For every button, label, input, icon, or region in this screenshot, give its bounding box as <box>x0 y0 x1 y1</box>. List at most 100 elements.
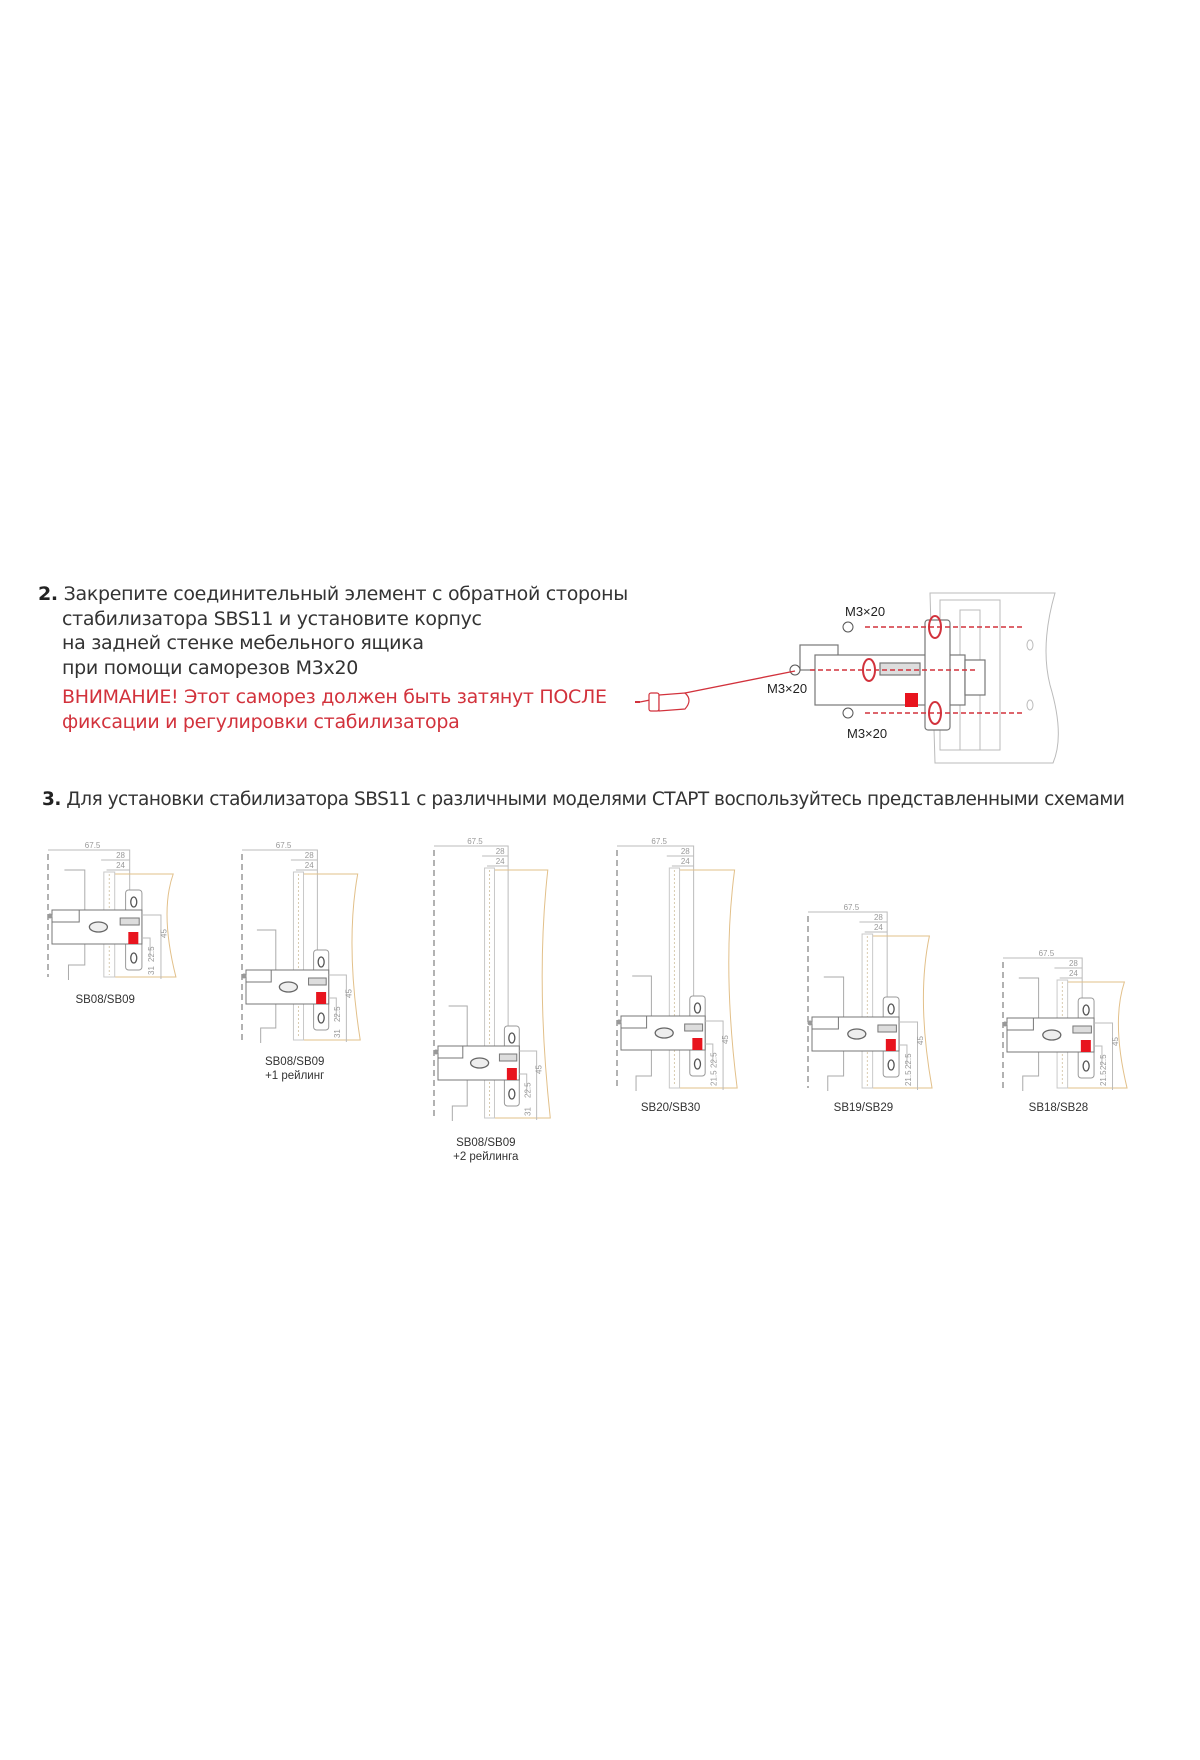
dimension-label: 22.5 <box>333 1006 342 1022</box>
brand-label <box>684 1023 704 1032</box>
dimension-label: 45 <box>1111 1037 1120 1046</box>
step-2-instructions: 2. Закрепите соединительный элемент с об… <box>38 582 628 734</box>
screw-slot <box>693 1002 702 1014</box>
dimension-lines <box>242 849 318 950</box>
dimension-label: 24 <box>874 923 883 932</box>
dimension-label: 28 <box>305 851 314 860</box>
step-number: 3. <box>42 789 61 810</box>
screw-slot <box>130 896 138 908</box>
dimension-label: 67.5 <box>651 837 667 846</box>
screw-slot <box>508 1088 516 1100</box>
adjust-slot <box>278 981 299 993</box>
dimension-label: 22.5 <box>1099 1054 1108 1070</box>
red-adjuster <box>1080 1040 1091 1052</box>
dimension-label: 31 <box>333 1029 342 1038</box>
adjust-slot <box>847 1028 867 1040</box>
dimension-label: 22.5 <box>710 1052 719 1068</box>
red-adjuster <box>905 693 918 707</box>
screw-icon <box>789 621 854 719</box>
dimension-label: 28 <box>496 847 505 856</box>
screw-icon <box>241 973 247 979</box>
screw-slot <box>508 1032 516 1044</box>
red-adjuster <box>885 1039 896 1051</box>
dimension-label: 45 <box>916 1036 925 1045</box>
caption-line: +2 рейлинга <box>453 1151 519 1163</box>
dimension-label: 67.5 <box>276 841 292 850</box>
scheme-caption: SB08/SB09+1 рейлинг <box>245 1055 345 1083</box>
dimension-label: 21.5 <box>1099 1070 1108 1086</box>
dimension-label: 24 <box>1069 969 1078 978</box>
step-text: Для установки стабилизатора SBS11 с разл… <box>66 789 1125 810</box>
stabilizer-cap <box>51 909 80 923</box>
scheme-caption: SB19/SB29 <box>813 1101 913 1115</box>
dimension-label: 22.5 <box>147 946 156 962</box>
dimension-lines <box>899 1021 919 1090</box>
brand-label <box>1072 1025 1092 1034</box>
screw-slot <box>130 952 138 964</box>
dimension-lines <box>48 849 131 890</box>
rail <box>292 871 305 1041</box>
dimension-lines <box>434 845 509 1026</box>
assembly-diagram: M3×20 M3×20 M3×20 <box>635 592 1059 764</box>
dimension-label: 24 <box>496 857 505 866</box>
dimension-label: 28 <box>681 847 690 856</box>
dimension-label: 21.5 <box>904 1070 913 1086</box>
screw-label-bottom: M3×20 <box>847 726 887 741</box>
adjust-slot <box>654 1027 674 1039</box>
screw-icon <box>807 1020 813 1026</box>
drawer-side <box>677 869 738 1089</box>
dimension-lines <box>328 974 347 1042</box>
drawer-side <box>301 873 361 1041</box>
stabilizer-cap <box>811 1016 839 1030</box>
drawer-side <box>492 869 551 1119</box>
dimension-label: 28 <box>1069 959 1078 968</box>
scheme-caption: SB08/SB09 <box>55 993 155 1007</box>
dimension-lines <box>705 1020 724 1090</box>
red-adjuster <box>506 1068 517 1080</box>
dimension-label: 24 <box>305 861 314 870</box>
scheme-caption: SB18/SB28 <box>1008 1101 1108 1115</box>
warning-line: ВНИМАНИЕ! Этот саморез должен быть затян… <box>62 686 607 708</box>
dimension-lines <box>141 914 162 979</box>
step-number: 2. <box>38 583 58 605</box>
screw-slot <box>317 1012 325 1024</box>
stabilizer-cap <box>245 969 272 983</box>
caption-line: SB18/SB28 <box>1028 1102 1089 1114</box>
adjust-slot <box>1042 1029 1062 1041</box>
dimension-label: 24 <box>116 861 125 870</box>
adjust-slot <box>469 1057 490 1069</box>
screw-label-middle: M3×20 <box>767 681 807 696</box>
scheme-caption: SB08/SB09+2 рейлинга <box>436 1136 536 1164</box>
pointing-hand-icon <box>648 692 690 712</box>
drawer-side <box>1065 981 1128 1089</box>
red-adjuster <box>316 992 327 1004</box>
stabilizer-body <box>799 619 986 731</box>
dimension-label: 45 <box>535 1065 544 1074</box>
warning-line: фиксации и регулировки стабилизатора <box>62 710 460 733</box>
stabilizer-cap <box>437 1045 464 1059</box>
brand-label <box>119 917 140 926</box>
caption-line: SB08/SB09 <box>75 994 135 1006</box>
brand-label <box>877 1024 897 1033</box>
screw-slot <box>887 1059 895 1071</box>
screw-slot <box>1082 1060 1090 1072</box>
dimension-label: 21.5 <box>710 1070 719 1086</box>
stabilizer-cap <box>620 1015 648 1029</box>
dimension-label: 28 <box>874 913 883 922</box>
screw-lines <box>810 626 1025 714</box>
dimension-label: 28 <box>116 851 125 860</box>
dimension-label: 67.5 <box>467 837 483 846</box>
step-line: на задней стенке мебельного ящика <box>62 632 424 654</box>
screw-hole-markers <box>862 615 942 725</box>
dimension-label: 45 <box>344 989 353 998</box>
dimension-label: 67.5 <box>1039 949 1055 958</box>
drawer-side <box>870 935 933 1089</box>
runner-profile <box>823 976 845 1091</box>
runner-profile <box>632 975 652 1091</box>
